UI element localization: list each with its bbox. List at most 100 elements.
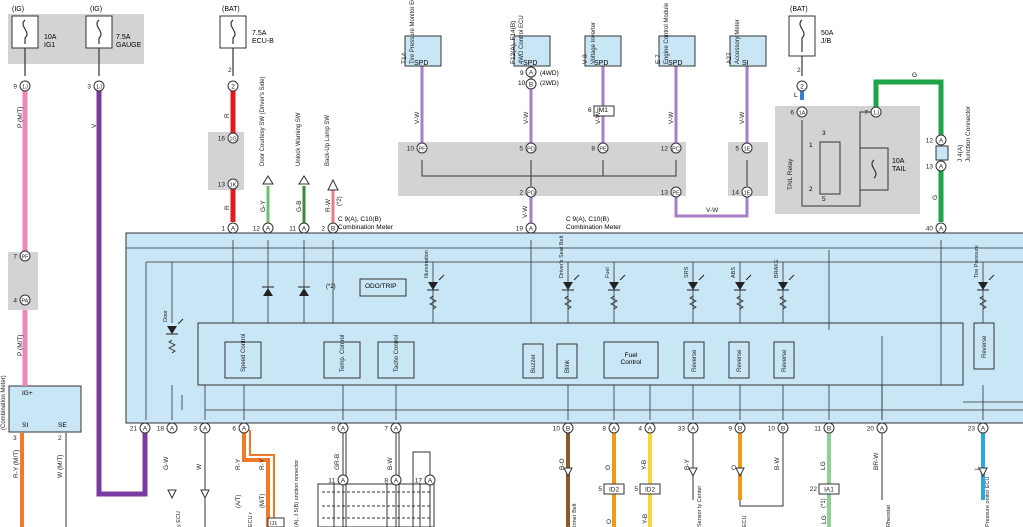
meter-bottom-wire-13: LG: [820, 461, 827, 470]
inner-block-8: Reverse: [737, 349, 743, 372]
meter-bottom-label-14: Rheostat: [886, 505, 892, 527]
meter-top-pin-3-circle: [327, 222, 339, 234]
ecu-id-3: E 7: [655, 54, 662, 64]
meter-bottom-pin-9-label: A: [648, 425, 653, 432]
note-2: (*2): [326, 284, 336, 290]
ecu-conn-1-pin: 5: [519, 145, 523, 152]
left-meter-si: SI: [22, 422, 29, 429]
meter-bottom-wire2-13: LG: [821, 515, 828, 524]
j4-conn-top-pin: 12: [926, 137, 934, 144]
fuse-ig1-rating: 10A: [44, 34, 57, 41]
left-meter-wire-si: R-Y (M/T): [13, 450, 20, 478]
junction-1e-bottom-pin: 14: [732, 189, 740, 196]
meter-id-right: C 9(A), C10(B): [566, 216, 609, 223]
lamp-3-ray: [619, 274, 626, 281]
bottom-jbox-pin-2-circle: [424, 474, 436, 486]
im1-label: IM1: [597, 107, 608, 114]
ecu-wire-0: V-W: [414, 111, 421, 124]
fuse-jb-name: J/B: [821, 38, 832, 45]
meter-top-wire-2: G-B: [296, 200, 303, 212]
junction-pd-bottom-label: PD: [527, 190, 535, 196]
meter-bottom-label-11: ECU: [742, 515, 748, 527]
relay-num-2: 2: [809, 186, 813, 193]
bottom-arrow-4: [735, 467, 745, 478]
meter-bottom-wire-6: B-W: [387, 457, 394, 471]
meter-bottom-pin-13-circle: [823, 422, 835, 434]
meter-bottom-label-1: y ECU: [176, 511, 182, 527]
meter-bottom-wire-1: G-W: [163, 456, 170, 470]
meter-bottom-pin-5-label: A: [341, 425, 346, 432]
meter-bottom-pin-8-circle: [608, 422, 620, 434]
ecu-conn-1-circle: [525, 142, 537, 154]
conn-left-pf-label: PF: [21, 254, 29, 260]
meter-top-pin-2-pin: 11: [289, 225, 296, 232]
meter-bottom-wire2-8: O: [606, 519, 613, 524]
lamp-3-label: Fuel: [605, 267, 611, 278]
j4-conn-top-label: A: [939, 137, 944, 144]
meter-bottom-wire-8: O: [605, 465, 612, 470]
lamp-4-icon: [688, 282, 698, 290]
j4-wire: G: [932, 195, 939, 200]
meter-top-pin-1-pin: 12: [253, 225, 261, 232]
fuse-jb-conn-label: 2: [800, 83, 804, 90]
ecu-conn-4-circle: [741, 142, 753, 154]
relay-num-3: 3: [822, 130, 826, 137]
relay-wire-top: G: [912, 72, 918, 79]
lamp-6-label: BRAKE: [774, 259, 780, 278]
junction-pd-bottom-pin: 2: [519, 189, 523, 196]
meter-top-note-2: (*2): [337, 196, 343, 206]
meter-bottom-pin-6-pin: 7: [384, 425, 388, 432]
fuse-gauge-name: GAUGE: [116, 42, 142, 49]
inner-block-7: Reverse: [692, 349, 698, 372]
meter-bottom-pin-3-pin: 6: [232, 425, 236, 432]
conn-1k-circle: [227, 178, 239, 190]
fuse-jb-source: (BAT): [790, 6, 808, 13]
ecu-id-4: A27: [726, 52, 733, 64]
ecu-4wd-conn-b-circle: [525, 78, 537, 90]
meter-name-left: Combination Meter: [338, 224, 393, 231]
lamp-5-icon: [735, 282, 745, 290]
fuse-jb-conn-circle: [796, 80, 808, 92]
meter-top-pin-0-circle: [227, 222, 239, 234]
relay-wire-left: L: [794, 92, 798, 99]
relay-conn-left-pin: 6: [790, 109, 794, 116]
lamp-5-resistor: [736, 295, 744, 310]
fuse-jb-rating: 50A: [821, 30, 834, 37]
lamp-4-resistor: [689, 295, 697, 310]
bottom-arrow-3: [688, 467, 698, 478]
ecu-wire-4: V-W: [739, 111, 746, 124]
j4-id: J 4(A): [957, 145, 964, 162]
wire-r-2: R: [224, 205, 231, 210]
left-meter-wire-se: W (M/T): [57, 455, 64, 478]
ecu-wire-2: V-W: [595, 111, 602, 124]
meter-bottom-pin-1-label: A: [170, 425, 175, 432]
fuse-gauge-conn-label: 1J: [96, 84, 102, 90]
ecu-conn-3-label: PC: [672, 146, 680, 152]
meter-bottom-label-10: Sensor ty Center: [697, 486, 703, 527]
meter-top-pin-3-label: B: [331, 225, 335, 232]
meter-bottom-pin-14-label: A: [880, 425, 885, 432]
meter-bottom-pin-15-label: A: [981, 425, 986, 432]
meter-top-pin-0-label: A: [231, 225, 236, 232]
meter-bottom-wire-4: R-Y: [259, 458, 266, 470]
lamp-5-ray: [745, 274, 752, 281]
meter-top-pin-1-circle: [262, 222, 274, 234]
relay-conn-right-label: 1J: [873, 110, 879, 116]
ecu-4wd-conn-a-circle: [525, 66, 537, 78]
meter-bottom-pin-12-label: B: [781, 425, 785, 432]
meter-top-pin-0-pin: 1: [221, 225, 225, 232]
meter-bottom-pin-0-label: A: [143, 425, 148, 432]
meter-bottom-pin-2-pin: 3: [193, 425, 197, 432]
lamp-7-resistor: [979, 295, 987, 310]
fuse-ecub-pin: 2: [228, 67, 232, 74]
meter-bottom-pin-13-label: B: [827, 425, 831, 432]
left-meter-pin-si: 3: [13, 435, 17, 442]
lamp-7-icon: [978, 282, 988, 290]
bottom-jbox-pin-1-circle: [390, 474, 402, 486]
meter-bottom-pin-1-pin: 18: [157, 425, 165, 432]
bottom-arrow-5: [978, 467, 988, 478]
ecu-conn-2-circle: [597, 142, 609, 154]
ecu-name-0: Tire Pressure Monitor ECU: [410, 0, 416, 64]
